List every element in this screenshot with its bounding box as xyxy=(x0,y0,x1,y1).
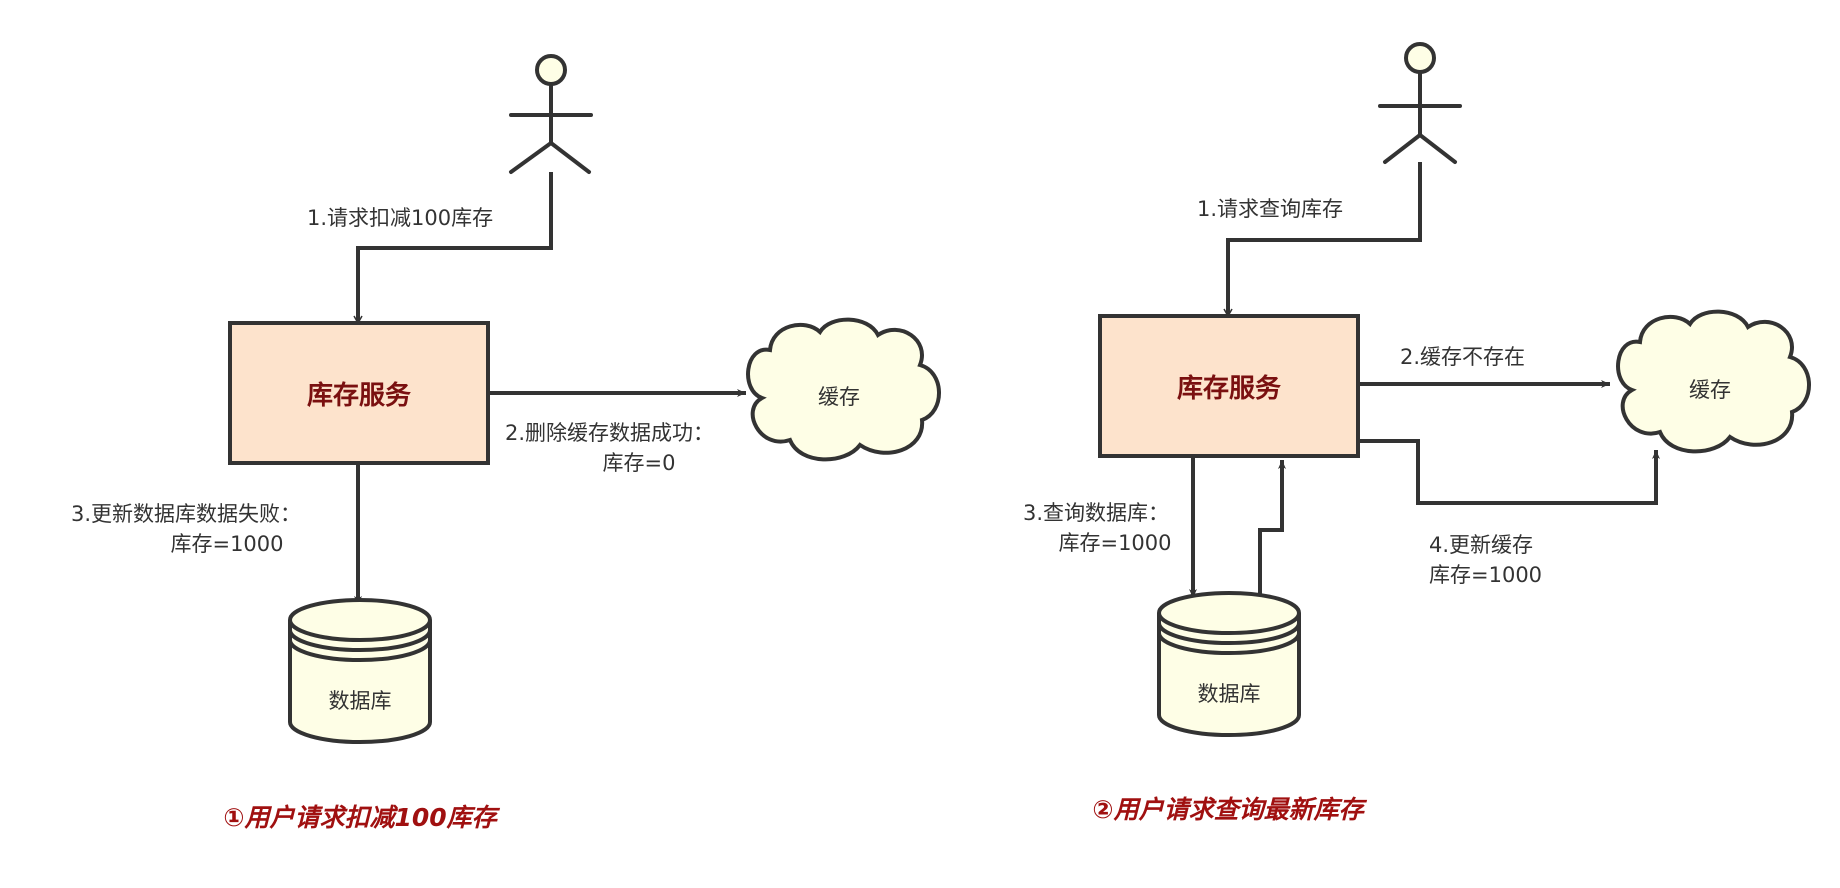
cache-label: 缓存 xyxy=(818,385,860,409)
service-title: 库存服务 xyxy=(1177,374,1281,404)
database-cylinder-1: 数据库 xyxy=(288,598,432,744)
step3-label-line2: 库存=1000 xyxy=(170,532,283,556)
inventory-service-box-2: 库存服务 xyxy=(1098,314,1360,458)
step2-label: 2.缓存不存在 xyxy=(1400,345,1525,369)
step1-label: 1.请求扣减100库存 xyxy=(307,206,493,230)
arrow-request-deduct xyxy=(353,172,553,325)
cache-cloud-2: 缓存 xyxy=(1616,309,1811,454)
arrow-request-query xyxy=(1223,162,1422,318)
step3-label-line1: 3.更新数据库数据失败： xyxy=(71,502,301,526)
step3-label-line2: 库存=1000 xyxy=(1058,531,1171,555)
database-label: 数据库 xyxy=(1198,682,1261,706)
user-actor-2 xyxy=(1378,42,1462,164)
service-title: 库存服务 xyxy=(307,381,411,411)
user-actor-1 xyxy=(509,54,593,174)
arrow-db-return xyxy=(1258,460,1286,598)
stick-figure-icon xyxy=(1378,42,1462,164)
inventory-service-box-1: 库存服务 xyxy=(228,321,490,465)
stick-figure-icon xyxy=(509,54,593,174)
database-cylinder-2: 数据库 xyxy=(1157,591,1301,737)
caption-2: ②用户请求查询最新库存 xyxy=(1092,795,1367,824)
step2-label-line2: 库存=0 xyxy=(603,451,676,475)
step4-label-line1: 4.更新缓存 xyxy=(1429,533,1533,557)
cache-cloud-1: 缓存 xyxy=(746,317,941,462)
step1-label: 1.请求查询库存 xyxy=(1197,197,1343,221)
step3-label-line1: 3.查询数据库： xyxy=(1023,501,1169,525)
database-label: 数据库 xyxy=(329,689,392,713)
panel-1: 1.请求扣减100库存 库存服务 2.删除缓存数据成功： 库存=0 缓存 3.更… xyxy=(71,54,941,832)
cache-label: 缓存 xyxy=(1689,378,1731,402)
step2-label-line1: 2.删除缓存数据成功： xyxy=(505,421,714,445)
panel-2: 1.请求查询库存 库存服务 2.缓存不存在 缓存 4.更新缓存 库存=1000 … xyxy=(1023,42,1811,824)
arrow-update-cache xyxy=(1358,439,1660,505)
caption-1: ①用户请求扣减100库存 xyxy=(223,803,500,832)
step4-label-line2: 库存=1000 xyxy=(1429,563,1542,587)
